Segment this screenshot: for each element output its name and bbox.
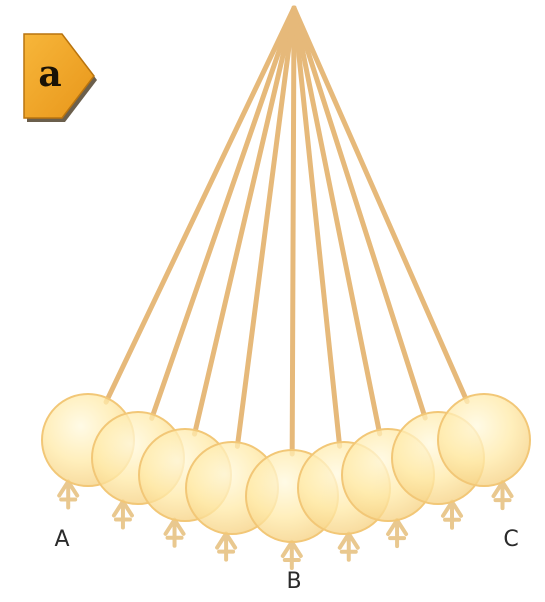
knot-5 bbox=[283, 542, 301, 568]
string-7 bbox=[294, 8, 380, 434]
point-label-c: C bbox=[503, 527, 518, 552]
pendulum-bob-9 bbox=[438, 394, 530, 486]
string-2 bbox=[152, 8, 294, 418]
string-1 bbox=[106, 8, 294, 402]
pendulum-strings bbox=[106, 8, 467, 454]
knot-1 bbox=[59, 482, 77, 508]
knot-4 bbox=[217, 534, 235, 560]
knot-7 bbox=[388, 520, 406, 546]
knot-2 bbox=[114, 501, 132, 527]
figure-badge: a bbox=[24, 34, 97, 122]
knot-9 bbox=[494, 482, 512, 508]
string-9 bbox=[294, 8, 467, 402]
string-5 bbox=[292, 8, 294, 454]
knot-6 bbox=[340, 534, 358, 560]
point-label-b: B bbox=[286, 569, 301, 594]
point-label-a: A bbox=[54, 527, 69, 552]
string-4 bbox=[237, 8, 294, 446]
string-3 bbox=[195, 8, 294, 434]
badge-label: a bbox=[38, 53, 61, 95]
knot-3 bbox=[166, 520, 184, 546]
knot-8 bbox=[443, 502, 461, 528]
